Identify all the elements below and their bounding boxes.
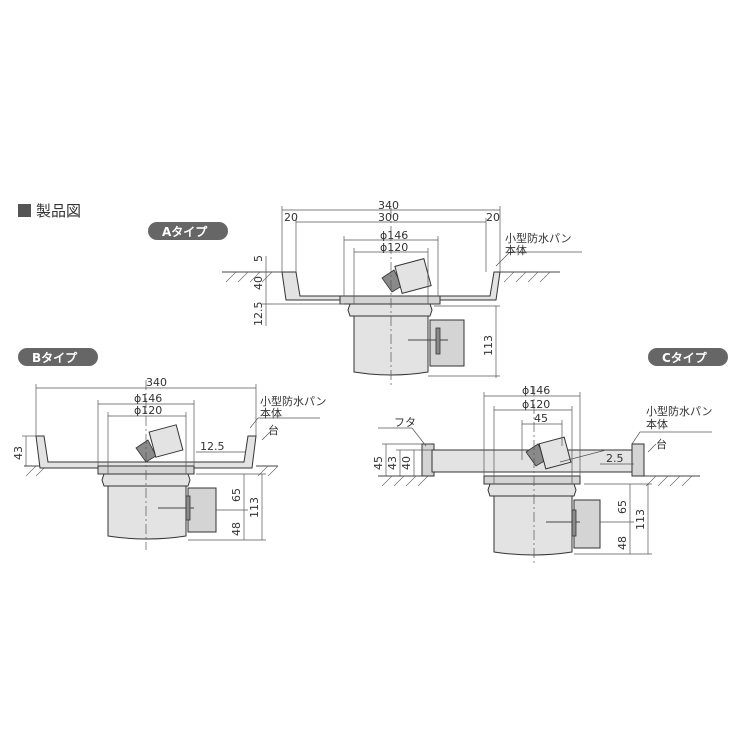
type-a-dim-outer-dia: ϕ146 — [380, 229, 408, 242]
type-b-cap — [148, 424, 184, 458]
section-title: 製品図 — [36, 202, 81, 220]
type-c-flange — [483, 475, 581, 485]
type-b-dim-overall: 340 — [146, 376, 167, 389]
type-c-callout-line2: 本体 — [646, 417, 668, 431]
type-b-dim-outlet-low: 48 — [230, 522, 243, 536]
type-a-dim-depth: 40 — [252, 276, 265, 290]
type-c-label: Cタイプ — [662, 350, 708, 365]
type-b-callout-base: 台 — [268, 423, 279, 437]
type-b-badge — [18, 348, 98, 366]
type-c-callout-base: 台 — [656, 437, 667, 451]
type-c-dim-outlet-low: 48 — [616, 536, 629, 550]
type-c-outlet — [573, 499, 601, 549]
type-c-dim-outer-dia: ϕ146 — [522, 384, 550, 397]
type-a-dim-inner-dia: ϕ120 — [380, 241, 408, 254]
type-a-label: Aタイプ — [162, 224, 208, 239]
type-b-outlet — [187, 487, 217, 533]
type-a-badge — [148, 222, 228, 240]
type-a-collar — [347, 303, 433, 317]
type-c-dim-outlet: 65 — [616, 500, 629, 514]
square-bullet-icon — [18, 204, 31, 217]
type-a-outlet — [429, 319, 465, 367]
type-c-lid-right — [631, 443, 645, 477]
type-a-dim-left-margin: 20 — [284, 211, 298, 224]
type-c-base-right — [640, 475, 700, 487]
type-c-dim-inner-dia: ϕ120 — [522, 398, 550, 411]
type-c-dim-45-top: 45 — [534, 412, 548, 425]
type-a-dim-flange-small: 5 — [252, 255, 265, 262]
type-c-dim-total: 45 — [372, 456, 385, 470]
type-a-callout-line2: 本体 — [505, 243, 527, 257]
type-c-callout-lid: フタ — [394, 416, 416, 429]
type-b-dim-body: 113 — [248, 497, 261, 518]
type-b-figure: Bタイプ 340 ϕ146 — [12, 348, 327, 550]
type-c-dim-mid: 43 — [386, 456, 399, 470]
type-c-base-left — [378, 475, 432, 487]
type-a-dim-rim: 12.5 — [252, 302, 265, 327]
type-c-figure: Cタイプ — [372, 348, 728, 566]
type-b-trap-body — [107, 485, 187, 540]
type-b-callout-line1: 小型防水パン — [260, 394, 327, 408]
type-c-dim-body: 113 — [634, 509, 647, 530]
type-a-dim-inner: 300 — [378, 211, 399, 224]
type-a-figure: Aタイプ 340 — [148, 199, 582, 388]
type-b-dim-rim: 12.5 — [200, 440, 225, 453]
type-a-trap-body — [353, 315, 429, 376]
type-c-callout-line1: 小型防水パン — [646, 404, 713, 418]
type-a-dim-body: 113 — [482, 335, 495, 356]
type-c-dim-rim: 2.5 — [606, 452, 624, 465]
type-b-dim-outlet: 65 — [230, 488, 243, 502]
type-b-base-right — [256, 465, 279, 477]
type-b-label: Bタイプ — [32, 350, 78, 365]
type-c-badge — [648, 348, 728, 366]
type-a-dim-right-margin: 20 — [486, 211, 500, 224]
type-c-dim-depth: 40 — [400, 456, 413, 470]
type-a-dim-overall: 340 — [378, 199, 399, 212]
type-a-flange — [339, 295, 441, 305]
type-a-cap — [394, 257, 432, 295]
type-b-dim-height: 43 — [12, 446, 25, 460]
type-b-dim-inner-dia: ϕ120 — [134, 404, 162, 417]
type-c-trap-body — [493, 495, 573, 556]
type-a-callout-line1: 小型防水パン — [505, 231, 572, 245]
type-a-floor-right — [498, 271, 560, 283]
type-b-dim-outer-dia: ϕ146 — [134, 392, 162, 405]
type-c-collar — [487, 483, 577, 497]
type-b-callout-line2: 本体 — [260, 406, 282, 420]
